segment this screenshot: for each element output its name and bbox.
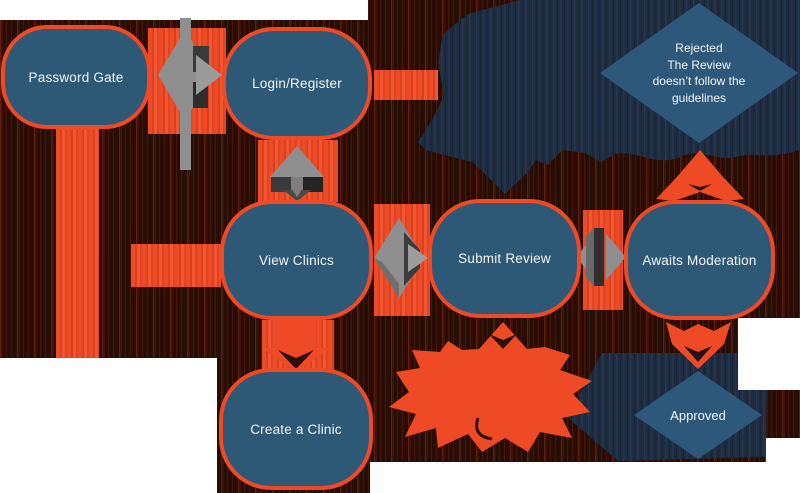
decision-diamond-rejected [600,3,798,143]
node-create-clinic-label: Create a Clinic [250,421,342,437]
gray-double-arrow-login-viewclinics [270,146,324,201]
node-view-clinics: View Clinics [220,200,373,320]
gray-double-arrow-submit-moderation [576,228,626,286]
decision-rejected-label: Rejected The Review doesn’t follow the g… [652,41,746,105]
page-white-patch-bottom-left [0,358,217,493]
node-awaits-moderation: Awaits Moderation [624,200,775,320]
gray-double-arrow-password-login [158,18,222,170]
node-password-gate: Password Gate [1,25,151,129]
connector-band-login-right [374,70,438,100]
node-password-gate-label: Password Gate [28,69,124,85]
page-white-patch-top-left [0,0,368,20]
page-white-patch-bottom [370,462,800,493]
orange-arrow-moderation-approved [666,322,731,369]
node-login-register: Login/Register [222,27,372,140]
page-white-patch-bottom-right [766,438,800,464]
decision-approved-label: Approved [670,407,726,423]
page-white-patch-right [738,318,800,390]
decision-diamond-approved [634,371,762,459]
node-login-register-label: Login/Register [252,76,342,91]
connector-bar-to-viewclinics [131,244,221,287]
node-submit-review-label: Submit Review [458,251,551,266]
node-create-clinic: Create a Clinic [219,368,373,490]
orange-arrow-create-submit [389,322,592,452]
node-awaits-moderation-label: Awaits Moderation [642,252,757,268]
gray-double-arrow-viewclinics-submit [374,218,428,298]
connector-bar-password-down [56,126,99,358]
orange-arrow-viewclinics-create [262,320,330,372]
node-view-clinics-label: View Clinics [259,252,334,268]
node-submit-review: Submit Review [428,199,581,318]
orange-arrow-moderation-rejected [656,150,744,201]
